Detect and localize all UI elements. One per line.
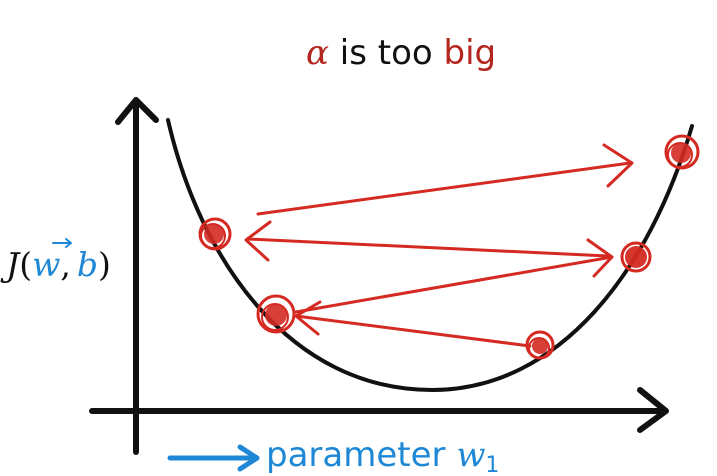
step-arrow-right-to-left-lower bbox=[294, 314, 532, 348]
step-arrow-head bbox=[602, 143, 634, 188]
step-point bbox=[664, 134, 700, 170]
x-axis-label: parameter w1 bbox=[266, 435, 499, 476]
step-arrows bbox=[244, 143, 634, 348]
step-arrow-left-to-right-middle bbox=[294, 255, 614, 314]
y-axis-arrowhead bbox=[115, 97, 159, 125]
step-arrow-head bbox=[294, 300, 322, 336]
alpha-symbol: α bbox=[306, 33, 329, 73]
title-middle-text: is too bbox=[329, 33, 444, 73]
vector-arrow-icon bbox=[52, 238, 72, 248]
bias-symbol: b bbox=[77, 245, 98, 284]
close-paren: ) bbox=[98, 245, 111, 284]
step-arrow-left-to-right-top bbox=[256, 161, 632, 216]
step-point bbox=[525, 330, 555, 360]
y-axis-label: J(w,b) bbox=[0, 245, 111, 284]
x-label-arrow-icon bbox=[167, 444, 260, 472]
axes bbox=[89, 97, 669, 455]
open-paren: ( bbox=[19, 245, 32, 284]
cost-function-symbol: J bbox=[0, 245, 21, 284]
step-point bbox=[198, 217, 232, 251]
w-subscript: 1 bbox=[485, 453, 499, 476]
w-vector-symbol: w bbox=[32, 245, 60, 284]
cost-curve bbox=[166, 118, 694, 393]
x-axis-label-text: parameter bbox=[266, 435, 456, 475]
slide-title: α is too big bbox=[306, 33, 496, 73]
step-arrow-head bbox=[244, 220, 272, 262]
x-axis-arrowhead bbox=[637, 387, 669, 433]
w-symbol: w bbox=[456, 435, 485, 475]
step-arrow-head bbox=[586, 238, 614, 278]
step-points bbox=[198, 134, 700, 360]
title-highlight-text: big bbox=[444, 33, 497, 73]
comma: , bbox=[60, 245, 71, 284]
step-point bbox=[256, 294, 296, 334]
step-point bbox=[620, 241, 652, 273]
step-arrow-right-to-left-upper bbox=[246, 237, 610, 258]
